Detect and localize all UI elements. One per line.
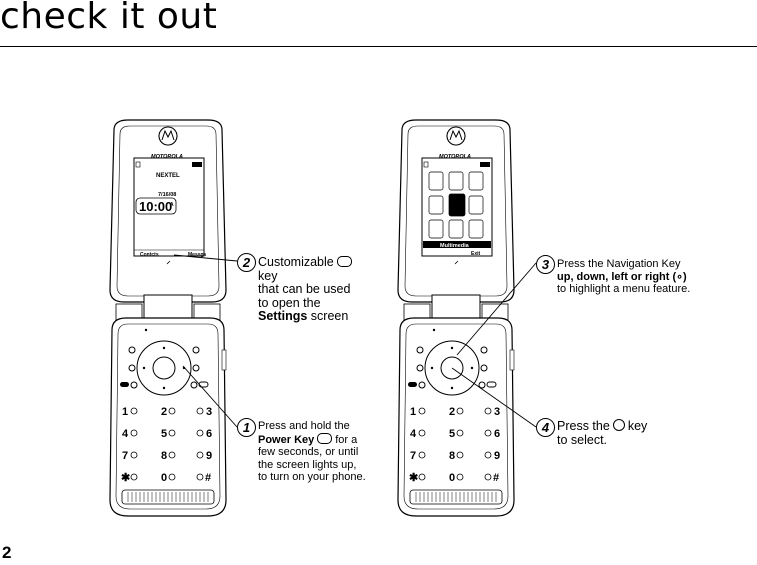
customizable-key-icon [336,256,352,267]
page-number: 2 [2,543,12,562]
callout-navigation-key: Press the Navigation Key up, down, left … [557,258,747,296]
callout-4-line2: to select. [557,432,608,447]
callout-3-line3: to highlight a menu feature. [557,283,691,295]
right-phone-menu-label: Multimedia [440,243,470,249]
callout-number-2: 2 [237,253,256,272]
callout-power-key: Press and hold the Power Key for a few se… [258,420,368,484]
callout-leaders [173,254,537,428]
callout-3-line1: Press the Navigation Key [557,258,681,270]
title-rule [0,46,757,47]
callout-number-4: 4 [536,418,555,437]
callout-2-line2: that can be used [258,282,351,296]
callout-2-line1: Customizable [258,255,334,269]
callout-1-line5: to turn on your phone. [258,471,366,483]
callout-1-line1: Press and hold the [258,420,350,432]
callout-2-settings: Settings [258,309,308,323]
callout-1-power-key: Power Key [258,433,315,446]
callout-2-line4: screen [307,309,349,323]
callout-1-line4: the screen lights up, [258,458,357,471]
callout-2-line3: to open the [258,295,321,310]
callout-select-key: Press the key to select. [557,419,677,447]
left-phone-time: 10:00 [139,199,172,214]
callout-4-line1b: key [627,419,648,433]
callout-1-line3: few seconds, or until [258,446,359,458]
callout-customizable-key: Customizablekey that can be used to open… [258,255,368,324]
right-phone: MOTOROLA Multimedia Exit [397,119,515,517]
left-phone-carrier: NEXTEL [156,173,180,179]
right-phone-softkey-right: Exit [471,251,481,257]
callout-2-line1b: key [258,268,278,283]
left-phone-brand: MOTOROLA [151,154,183,160]
callout-1-line2b: for a [335,433,358,446]
callout-4-line1: Press the [557,419,610,433]
page-title: check it out [0,0,218,37]
right-phone-brand: MOTOROLA [439,154,471,160]
callout-3-nav-glyph: (∘) [672,270,687,283]
left-phone-softkey-left: Contcts [140,252,159,258]
power-key-icon [317,432,333,444]
callout-3-directions: up, down, left or right [557,270,670,283]
left-phone-ampm: A [170,202,174,208]
callout-number-3: 3 [536,255,555,274]
callout-number-1: 1 [237,418,256,437]
menu-icon-grid [428,171,484,239]
left-phone-softkey-right: Messgs [188,252,207,258]
left-phone-date: 7/16/08 [158,192,176,198]
center-select-key-icon [612,419,625,431]
left-phone: MOTOROLA NEXTEL 7/16/08 10:00 A Contcts … [109,119,227,517]
